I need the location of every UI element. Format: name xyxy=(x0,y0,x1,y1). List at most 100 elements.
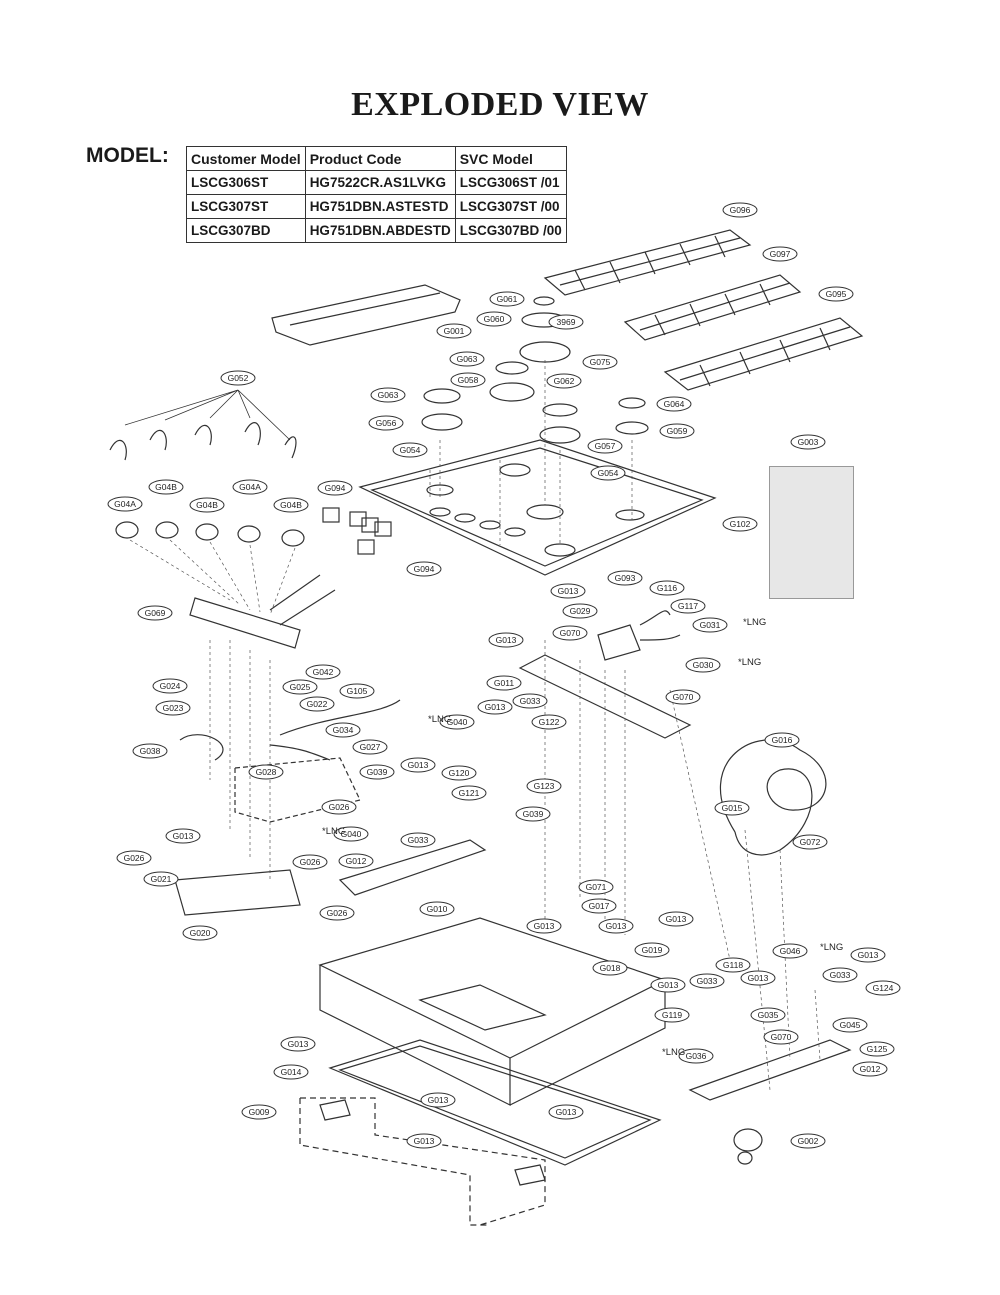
part-number: G013 xyxy=(558,586,579,596)
part-number: G022 xyxy=(307,699,328,709)
callout-bubble xyxy=(359,764,395,780)
callout-bubble xyxy=(220,370,256,386)
knob-g04a xyxy=(115,521,139,539)
callout-bubble xyxy=(598,918,634,934)
knob-g04a xyxy=(237,525,261,543)
callout-bubble xyxy=(143,871,179,887)
callout-bubble xyxy=(148,479,184,495)
part-number: G061 xyxy=(497,294,518,304)
part-number: G026 xyxy=(327,908,348,918)
cell-svc-model: LSCG307BD /00 xyxy=(454,218,567,243)
part-callout: G024 xyxy=(152,678,188,694)
part-callout: G093 xyxy=(607,570,643,586)
part-callout: G034 xyxy=(325,722,361,738)
part-callout: G063 xyxy=(449,351,485,367)
callout-bubble xyxy=(476,311,512,327)
part-callout: G028 xyxy=(248,764,284,780)
part-number: G016 xyxy=(772,735,793,745)
part-callout: G060 xyxy=(476,311,512,327)
callout-bubble xyxy=(338,853,374,869)
part-number: G013 xyxy=(556,1107,577,1117)
part-number: G013 xyxy=(496,635,517,645)
callout-bubble xyxy=(321,799,357,815)
part-callout: G013 xyxy=(280,1036,316,1052)
part-callout: G072 xyxy=(792,834,828,850)
model-table: Customer Model Product Code SVC Model LS… xyxy=(186,146,567,243)
callout-bubble xyxy=(772,943,808,959)
part-number: G057 xyxy=(595,441,616,451)
part-callout: G013 xyxy=(658,911,694,927)
part-callout: G013 xyxy=(488,632,524,648)
callout-bubble xyxy=(477,699,513,715)
part-callout: G117 xyxy=(670,598,706,614)
part-number: G040 xyxy=(447,717,468,727)
bracket-g021 xyxy=(174,869,301,916)
part-number: G118 xyxy=(723,960,743,970)
part-callout: G015 xyxy=(714,800,750,816)
part-number: G123 xyxy=(534,781,555,791)
callout-bubble xyxy=(692,617,728,633)
part-callout: G014 xyxy=(273,1064,309,1080)
part-number: G124 xyxy=(873,983,894,993)
callout-bubble xyxy=(155,700,191,716)
callout-bubble xyxy=(650,977,686,993)
callout-bubble xyxy=(763,1029,799,1045)
part-callout: G064 xyxy=(656,396,692,412)
callout-bubble xyxy=(685,657,721,673)
callout-bubble xyxy=(654,1007,690,1023)
part-callout: G012 xyxy=(852,1061,888,1077)
cooktop-top-g102 xyxy=(358,439,717,576)
part-number: G028 xyxy=(256,767,277,777)
callout-bubble xyxy=(526,778,562,794)
cell-product-code: HG751DBN.ABDESTD xyxy=(304,218,456,243)
part-number: G117 xyxy=(678,601,698,611)
callout-bubble xyxy=(368,415,404,431)
callout-bubble xyxy=(273,1064,309,1080)
part-number: G056 xyxy=(376,418,397,428)
part-number: G075 xyxy=(590,357,611,367)
part-callout: G040 xyxy=(439,714,475,730)
callout-bubble xyxy=(832,1017,868,1033)
part-callout: G029 xyxy=(562,603,598,619)
lng-note: *LNG xyxy=(322,826,345,837)
callout-bubble xyxy=(850,947,886,963)
part-number: G003 xyxy=(798,437,819,447)
callout-bubble xyxy=(548,1104,584,1120)
callout-bubble xyxy=(590,465,626,481)
part-callout: G013 xyxy=(650,977,686,993)
part-number: G070 xyxy=(771,1032,792,1042)
part-callout: G010 xyxy=(419,901,455,917)
part-callout: G033 xyxy=(400,832,436,848)
lng-note: *LNG xyxy=(743,617,766,628)
callout-bubble xyxy=(441,765,477,781)
lng-note: *LNG xyxy=(820,942,843,953)
part-number: G121 xyxy=(459,788,480,798)
part-number: G094 xyxy=(325,483,346,493)
part-callout: G038 xyxy=(132,743,168,759)
cell-svc-model: LSCG307ST /00 xyxy=(454,194,567,219)
part-number: 3969 xyxy=(557,317,576,327)
callout-bubble xyxy=(488,632,524,648)
callout-bubble xyxy=(489,291,525,307)
gasket-g014 xyxy=(328,1039,662,1166)
part-callout: G033 xyxy=(689,973,725,989)
part-number: G116 xyxy=(657,583,677,593)
part-number: G045 xyxy=(840,1020,861,1030)
bracket-g012 xyxy=(338,839,487,896)
callout-bubble xyxy=(132,743,168,759)
part-number: G013 xyxy=(408,760,429,770)
callout-bubble xyxy=(656,396,692,412)
part-callout: G017 xyxy=(581,898,617,914)
part-callout: G070 xyxy=(763,1029,799,1045)
part-callout: G020 xyxy=(182,925,218,941)
regulator-g002 xyxy=(733,1128,763,1152)
part-callout: G095 xyxy=(818,286,854,302)
callout-bubble xyxy=(486,675,522,691)
callout-bubble xyxy=(592,960,628,976)
part-number: G012 xyxy=(860,1064,881,1074)
part-number: G034 xyxy=(333,725,354,735)
part-number: G072 xyxy=(800,837,821,847)
part-callout: G025 xyxy=(282,679,318,695)
